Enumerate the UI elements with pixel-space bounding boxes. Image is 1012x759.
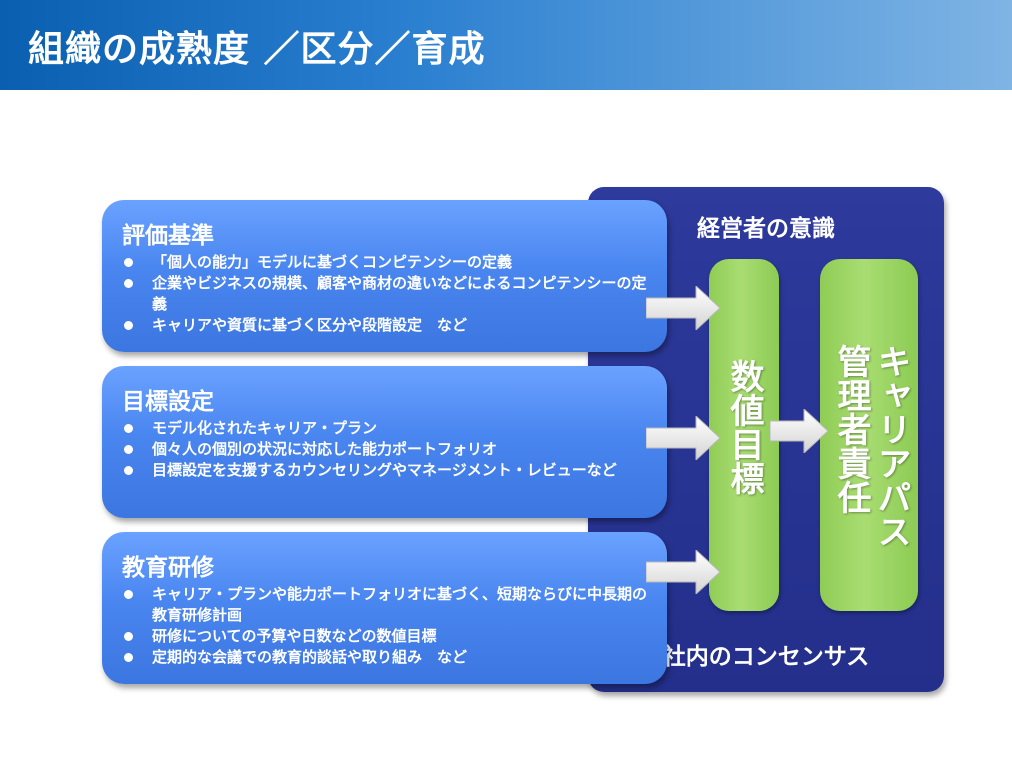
goal-setting-box: 目標設定 モデル化されたキャリア・プラン 個々人の個別の状況に対応した能力ポート… [102, 366, 667, 518]
box-title: 評価基準 [122, 223, 214, 249]
bullet-item: モデル化されたキャリア・プラン [122, 418, 647, 439]
box-title: 教育研修 [122, 555, 214, 581]
arrow-right-icon [646, 286, 720, 330]
bullet-list: モデル化されたキャリア・プラン 個々人の個別の状況に対応した能力ポートフォリオ … [122, 418, 647, 481]
training-box: 教育研修 キャリア・プランや能力ポートフォリオに基づく、短期ならびに中長期の教育… [102, 532, 667, 684]
bullet-item: キャリアや資質に基づく区分や段階設定 など [122, 315, 647, 336]
page-title: 組織の成熟度 ／区分／育成 [28, 29, 486, 70]
numeric-target-box: 数値目標 [709, 259, 779, 611]
career-path-label: キャリアパス [871, 344, 911, 548]
evaluation-criteria-box: 評価基準 「個人の能力」モデルに基づくコンピテンシーの定義 企業やビジネスの規模… [102, 200, 667, 352]
numeric-target-label: 数値目標 [724, 359, 764, 495]
header-bar: 組織の成熟度 ／区分／育成 [0, 0, 1012, 90]
panel-top-label: 経営者の意識 [697, 216, 835, 242]
bullet-list: キャリア・プランや能力ポートフォリオに基づく、短期ならびに中長期の教育研修計画 … [122, 584, 647, 668]
bullet-item: 研修についての予算や日数などの数値目標 [122, 626, 647, 647]
bullet-list: 「個人の能力」モデルに基づくコンピテンシーの定義 企業やビジネスの規模、顧客や商… [122, 252, 647, 336]
box-title: 目標設定 [122, 389, 214, 415]
manager-responsibility-label: 管理者責任 [831, 344, 871, 514]
bullet-item: 定期的な会議での教育的談話や取り組み など [122, 647, 647, 668]
arrow-right-icon [646, 550, 720, 594]
arrow-right-icon [646, 416, 720, 460]
bullet-item: 企業やビジネスの規模、顧客や商材の違いなどによるコンピテンシーの定義 [122, 273, 647, 315]
bullet-item: 「個人の能力」モデルに基づくコンピテンシーの定義 [122, 252, 647, 273]
arrow-right-icon [770, 409, 828, 453]
bullet-item: 個々人の個別の状況に対応した能力ポートフォリオ [122, 439, 647, 460]
panel-bottom-label: 社内のコンセンサス [662, 644, 870, 670]
career-box: キャリアパス 管理者責任 [820, 259, 918, 611]
bullet-item: キャリア・プランや能力ポートフォリオに基づく、短期ならびに中長期の教育研修計画 [122, 584, 647, 626]
bullet-item: 目標設定を支援するカウンセリングやマネージメント・レビューなど [122, 460, 647, 481]
